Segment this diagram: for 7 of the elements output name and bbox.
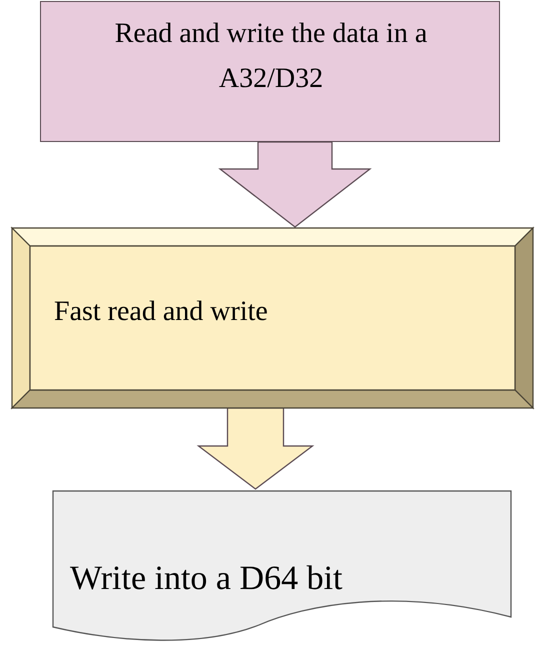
block-arrow — [218, 141, 372, 228]
process-box — [40, 1, 500, 142]
node-label: Write into a D64 bit — [70, 559, 344, 599]
node-label: Fast read and write — [54, 295, 269, 329]
node-label: Read and write the data in a A32/D32 — [114, 17, 428, 96]
beveled-box — [12, 228, 533, 408]
block-arrow — [196, 407, 314, 490]
